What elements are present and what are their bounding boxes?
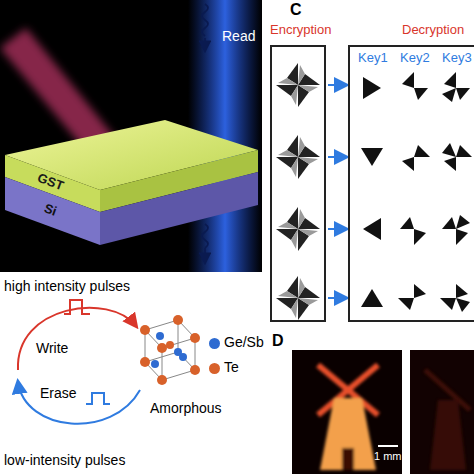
mapping-arrow — [328, 297, 346, 299]
pulse-label: low-intensity pulses — [4, 452, 125, 468]
panel-letter: D — [272, 332, 284, 350]
node-title: Decryption — [402, 23, 464, 38]
beam-label: Read — [222, 28, 255, 44]
key-patterns — [361, 72, 472, 312]
mapping-arrow — [328, 84, 346, 86]
legend-text: Ge/Sb — [224, 334, 264, 350]
legend-swatch — [209, 363, 220, 374]
process-label: Write — [36, 340, 68, 356]
gst-layer: GST — [25, 171, 75, 193]
key-label: Key1 — [358, 51, 388, 66]
node-title: GST — [35, 170, 65, 193]
laser-panel — [0, 0, 262, 272]
pinwheel-patterns — [276, 63, 320, 320]
mapping-arrow — [328, 228, 346, 230]
node-title: Si — [42, 201, 59, 219]
scale-bar-label: 1 mm — [374, 450, 402, 463]
decryption-box: DecryptionKey1Key2Key3 — [348, 45, 474, 322]
mapping-arrow — [328, 156, 346, 158]
process-label: Erase — [40, 385, 77, 401]
key-label: Key3 — [442, 51, 472, 66]
legend-swatch — [209, 338, 220, 349]
key-label: Key2 — [400, 51, 430, 66]
pulse-label: high intensity pulses — [4, 278, 130, 294]
panel-letter: C — [290, 1, 302, 19]
node-title: Encryption — [270, 23, 331, 38]
legend-text: Te — [224, 359, 239, 375]
state-label: Amorphous — [150, 400, 222, 416]
windmill-images — [292, 350, 474, 474]
si-layer: Si — [35, 199, 65, 221]
encryption-box: Encryption — [270, 45, 326, 322]
